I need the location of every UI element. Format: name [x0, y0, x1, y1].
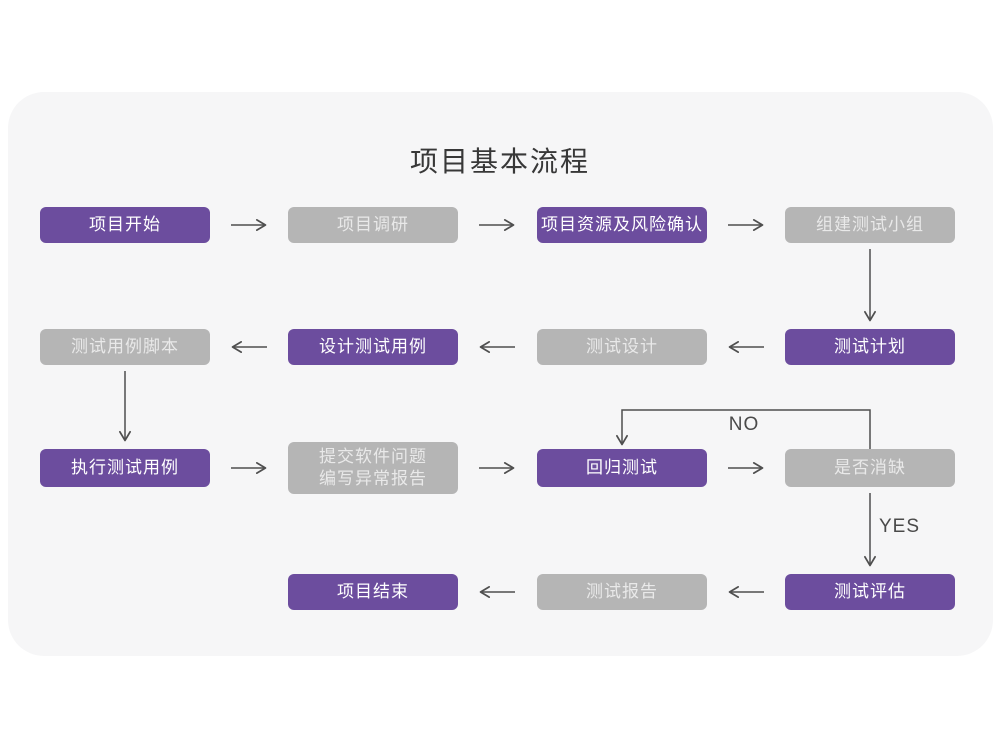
node-defect-resolved: 是否消缺	[785, 449, 955, 487]
flowchart-card	[8, 92, 993, 656]
node-test-plan: 测试计划	[785, 329, 955, 365]
yes-edge-label: YES	[879, 516, 921, 537]
node-test-report: 测试报告	[537, 574, 707, 610]
node-build-test-team: 组建测试小组	[785, 207, 955, 243]
node-execute-test-case: 执行测试用例	[40, 449, 210, 487]
node-project-research: 项目调研	[288, 207, 458, 243]
node-test-case-script: 测试用例脚本	[40, 329, 210, 365]
node-project-end: 项目结束	[288, 574, 458, 610]
node-design-test-case: 设计测试用例	[288, 329, 458, 365]
node-resource-risk-confirm: 项目资源及风险确认	[537, 207, 707, 243]
node-test-evaluate: 测试评估	[785, 574, 955, 610]
page-title: 项目基本流程	[409, 146, 590, 177]
node-project-start: 项目开始	[40, 207, 210, 243]
no-edge-label: NO	[728, 414, 760, 435]
node-test-design: 测试设计	[537, 329, 707, 365]
node-regression-test: 回归测试	[537, 449, 707, 487]
node-submit-issue-report: 提交软件问题 编写异常报告	[288, 442, 458, 494]
